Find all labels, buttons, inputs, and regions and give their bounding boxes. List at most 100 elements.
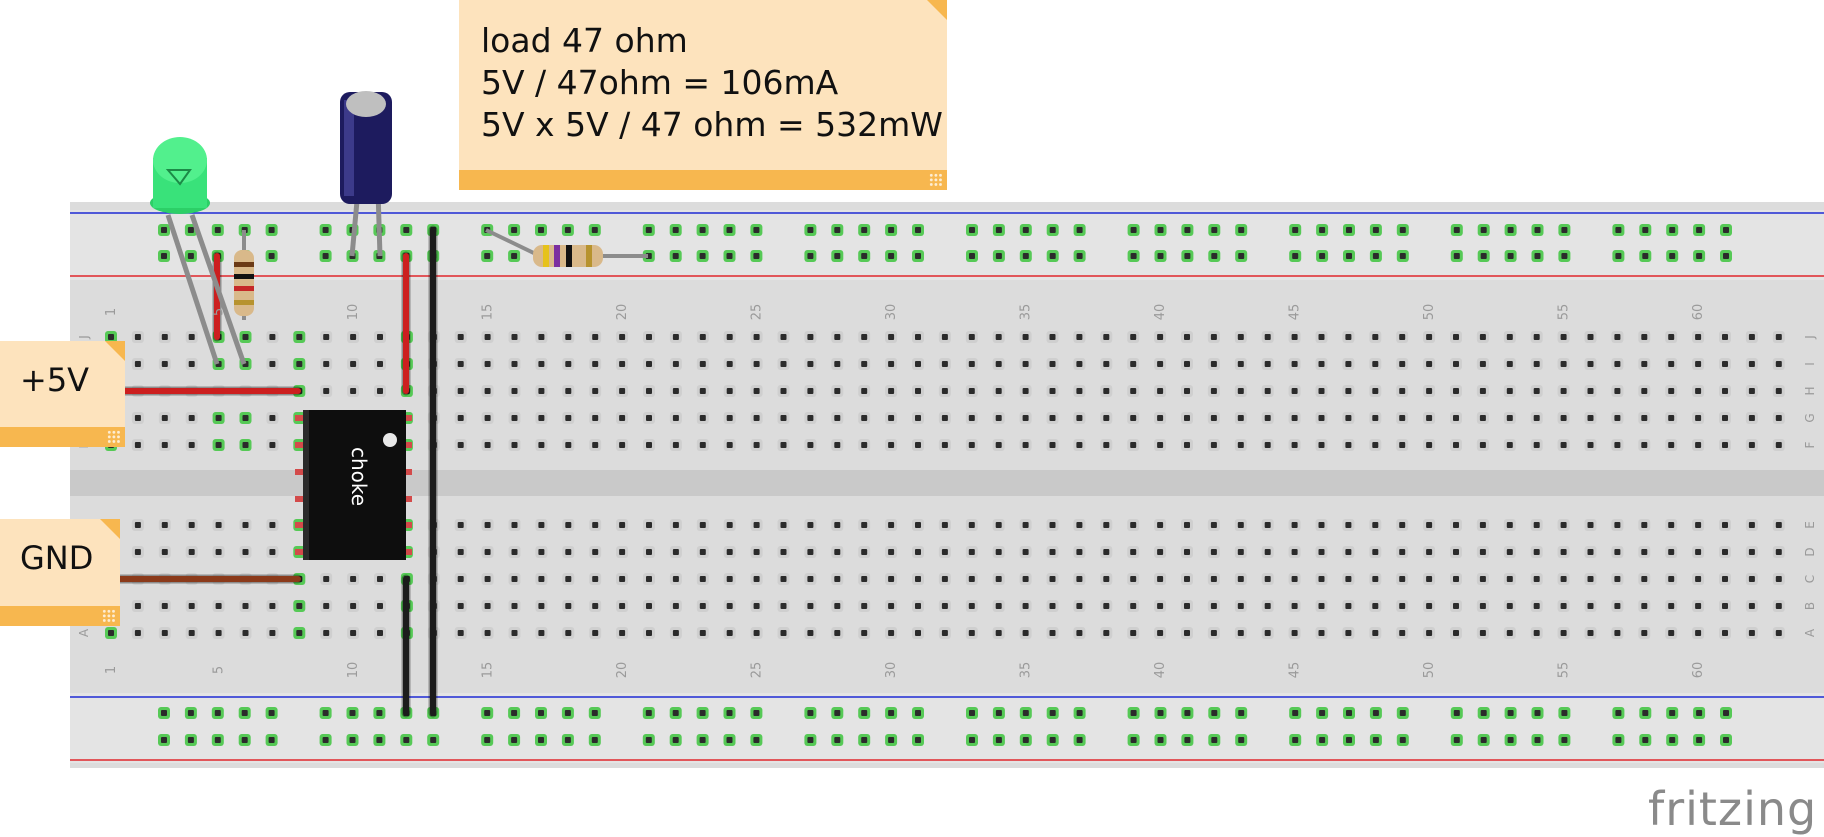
- breadboard-hole-center: [1318, 522, 1325, 528]
- column-number-label: 45: [1288, 662, 1303, 679]
- resistor-band: [234, 262, 254, 267]
- breadboard-hole-center: [1668, 522, 1675, 528]
- rail-hole-center: [1561, 710, 1568, 716]
- breadboard-hole-center: [134, 603, 141, 609]
- breadboard-hole-center: [484, 388, 491, 394]
- breadboard-hole-center: [753, 603, 760, 609]
- breadboard-hole-center: [188, 603, 195, 609]
- power-note[interactable]: +5V: [0, 341, 125, 447]
- rail-hole-center: [187, 227, 194, 233]
- breadboard-hole-center: [780, 603, 787, 609]
- breadboard-hole-center: [484, 415, 491, 421]
- resistor-band: [234, 274, 254, 279]
- rail-hole-center: [564, 710, 571, 716]
- column-number-label: 10: [346, 304, 361, 321]
- breadboard-hole-center: [484, 630, 491, 636]
- rail-hole-center: [672, 253, 679, 259]
- breadboard-hole-center: [484, 549, 491, 555]
- column-number-label: 25: [750, 304, 765, 321]
- rail-hole-center: [349, 710, 356, 716]
- chip-pin: [295, 469, 309, 475]
- rail-hole-center: [1642, 227, 1649, 233]
- breadboard-hole-center: [1076, 576, 1083, 582]
- rail-hole-center: [1372, 227, 1379, 233]
- breadboard-hole-center: [1157, 630, 1164, 636]
- breadboard-hole-center: [1722, 388, 1728, 394]
- breadboard-hole-center: [1614, 442, 1621, 448]
- breadboard-hole-center: [834, 442, 841, 448]
- breadboard-hole-center: [1453, 603, 1459, 609]
- breadboard-hole-center: [672, 442, 679, 448]
- breadboard-hole-center: [457, 522, 464, 528]
- breadboard-hole-center: [780, 630, 787, 636]
- breadboard-hole-center: [511, 522, 518, 528]
- breadboard-hole-center: [323, 361, 330, 367]
- breadboard-hole-center: [968, 630, 975, 636]
- breadboard-hole-center: [1264, 334, 1271, 340]
- rail-hole-center: [969, 710, 975, 716]
- breadboard-hole-center: [699, 522, 706, 528]
- breadboard-hole-center: [296, 603, 303, 609]
- breadboard-hole-center: [1399, 522, 1406, 528]
- breadboard-hole-center: [457, 361, 464, 367]
- breadboard-hole-center: [1022, 630, 1029, 636]
- resize-grip-icon[interactable]: [102, 609, 116, 623]
- breadboard-hole-center: [511, 415, 518, 421]
- resistor-band: [554, 245, 560, 267]
- resize-grip-icon[interactable]: [929, 173, 943, 187]
- breadboard-hole-center: [1748, 361, 1755, 367]
- load-note[interactable]: load 47 ohm 5V / 47ohm = 106mA 5V x 5V /…: [459, 0, 947, 190]
- rail-hole-center: [1211, 253, 1218, 259]
- breadboard-hole-center: [215, 522, 222, 528]
- breadboard-hole-center: [592, 361, 599, 367]
- breadboard-hole-center: [1210, 603, 1217, 609]
- breadboard-hole-center: [1668, 549, 1675, 555]
- breadboard-hole-center: [726, 334, 733, 340]
- rail-hole-center: [1453, 737, 1460, 743]
- rail-hole-center: [1184, 737, 1191, 743]
- resize-grip-icon[interactable]: [107, 430, 121, 444]
- breadboard-hole-center: [1641, 630, 1648, 636]
- breadboard-hole-center: [1157, 361, 1164, 367]
- breadboard-hole-center: [1049, 442, 1056, 448]
- breadboard-hole-center: [1748, 630, 1755, 636]
- breadboard-hole-center: [1291, 603, 1298, 609]
- breadboard-hole-center: [1264, 361, 1271, 367]
- breadboard-hole-center: [1345, 442, 1352, 448]
- breadboard-hole-center: [1399, 415, 1406, 421]
- breadboard-hole-center: [968, 415, 975, 421]
- rail-hole-center: [1292, 737, 1299, 743]
- breadboard-hole-center: [1775, 334, 1782, 340]
- column-number-label: 1: [104, 308, 119, 316]
- breadboard-hole-center: [1076, 334, 1083, 340]
- breadboard-hole-center: [296, 361, 303, 367]
- breadboard-hole-center: [457, 334, 464, 340]
- breadboard-hole-center: [242, 522, 249, 528]
- breadboard-hole-center: [1506, 388, 1513, 394]
- breadboard-hole-center: [861, 603, 868, 609]
- breadboard-hole-center: [350, 361, 357, 367]
- breadboard-hole-center: [457, 415, 464, 421]
- breadboard-hole-center: [1157, 576, 1164, 582]
- breadboard-hole-center: [1453, 576, 1459, 582]
- rail-hole-center: [1292, 253, 1299, 259]
- breadboard-hole-center: [1076, 388, 1083, 394]
- rail-hole-center: [1453, 710, 1460, 716]
- breadboard-hole-center: [1426, 415, 1433, 421]
- rail-hole-center: [834, 227, 841, 233]
- chip-pin: [295, 415, 309, 421]
- rail-hole-center: [753, 737, 760, 743]
- breadboard-hole-center: [619, 549, 626, 555]
- breadboard-hole-center: [753, 361, 760, 367]
- ground-note[interactable]: GND: [0, 519, 120, 626]
- breadboard-hole-center: [1479, 549, 1486, 555]
- breadboard-hole-center: [1426, 576, 1433, 582]
- column-number-label: 25: [750, 662, 765, 679]
- breadboard-hole-center: [269, 361, 276, 367]
- rail-hole-center: [591, 710, 598, 716]
- column-number-label: 15: [481, 304, 496, 321]
- breadboard-hole-center: [753, 442, 760, 448]
- breadboard-hole-center: [1695, 603, 1702, 609]
- breadboard-hole-center: [161, 334, 168, 340]
- note-footer-bar: [0, 606, 120, 626]
